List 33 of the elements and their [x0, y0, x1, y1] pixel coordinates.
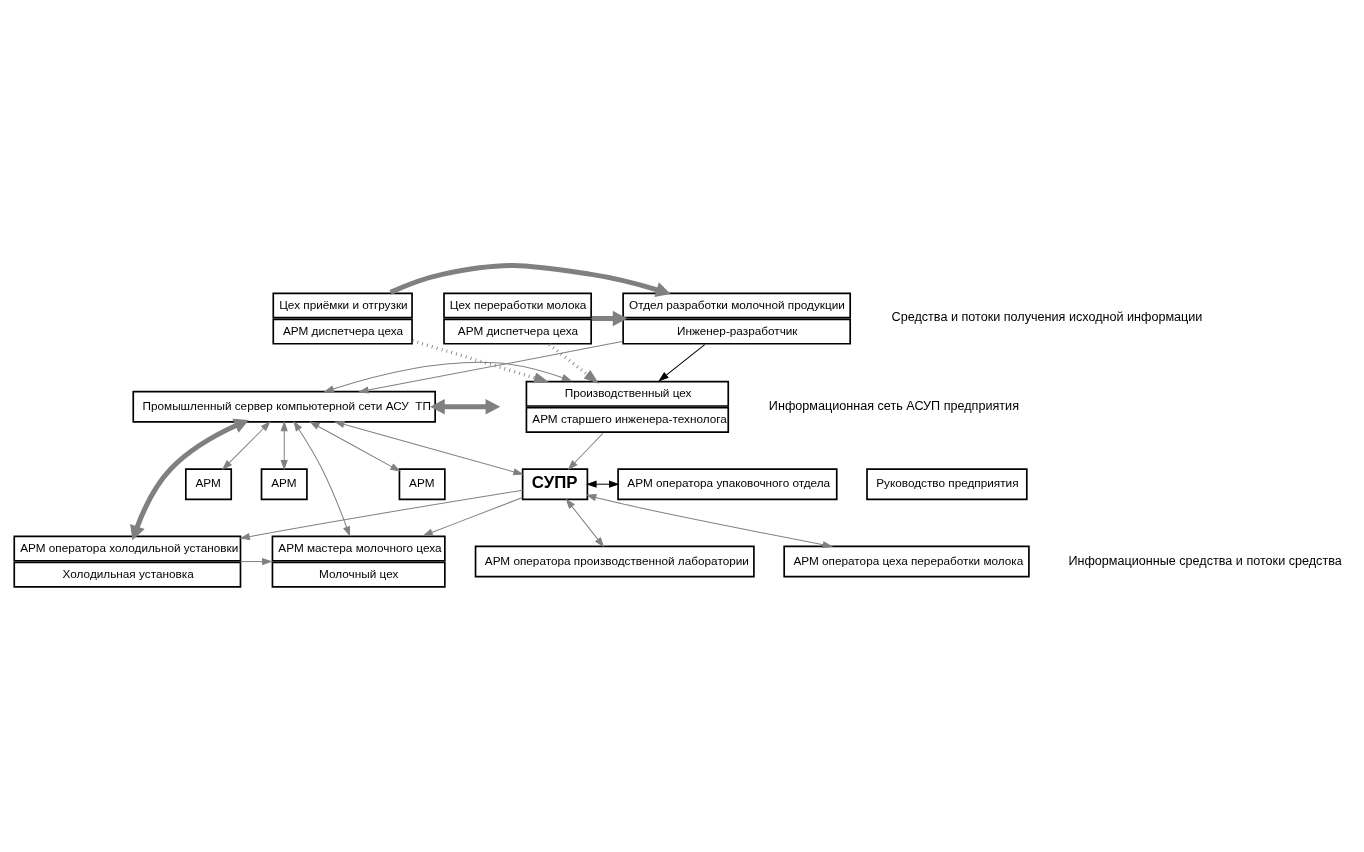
arrow — [422, 496, 524, 536]
node-box: АРМ — [185, 467, 233, 500]
arrow — [130, 418, 249, 540]
node-box: Промышленный сервер компьютерной сети АСУ ТП — [132, 390, 436, 423]
node-box: АРМ оператора цеха переработки молока — [783, 545, 1030, 578]
arrow — [240, 557, 273, 565]
arrow — [565, 497, 605, 547]
node-box: АРМ — [398, 467, 446, 500]
arrow — [658, 343, 706, 381]
arrow — [430, 398, 501, 415]
arrow — [358, 340, 623, 394]
node-box: Руководство предприятия — [866, 467, 1028, 500]
arrow — [389, 262, 671, 297]
arrow — [323, 361, 573, 392]
arrow — [567, 432, 604, 470]
node-box: АРМ оператора производственной лаборатории — [474, 545, 755, 578]
arrow — [591, 310, 628, 326]
arrow — [222, 420, 271, 470]
arrow — [239, 489, 524, 540]
arrow — [293, 420, 351, 537]
arrow — [309, 420, 401, 472]
node-box: АРМ — [260, 467, 308, 500]
node-box: СУПР — [521, 467, 589, 500]
label: Средства и потоки получения исходной информации — [891, 309, 1203, 324]
arrow — [334, 420, 524, 475]
node-box: АРМ оператора упаковочного отдела — [617, 467, 838, 500]
arrow — [280, 420, 288, 470]
arrow — [548, 342, 599, 384]
label: Информационные средства и потоки средства — [1068, 553, 1342, 568]
arrow — [412, 338, 550, 383]
label: Информационная сеть АСУП предприятия — [768, 398, 1019, 413]
arrow — [585, 493, 834, 548]
arrow — [586, 480, 620, 488]
